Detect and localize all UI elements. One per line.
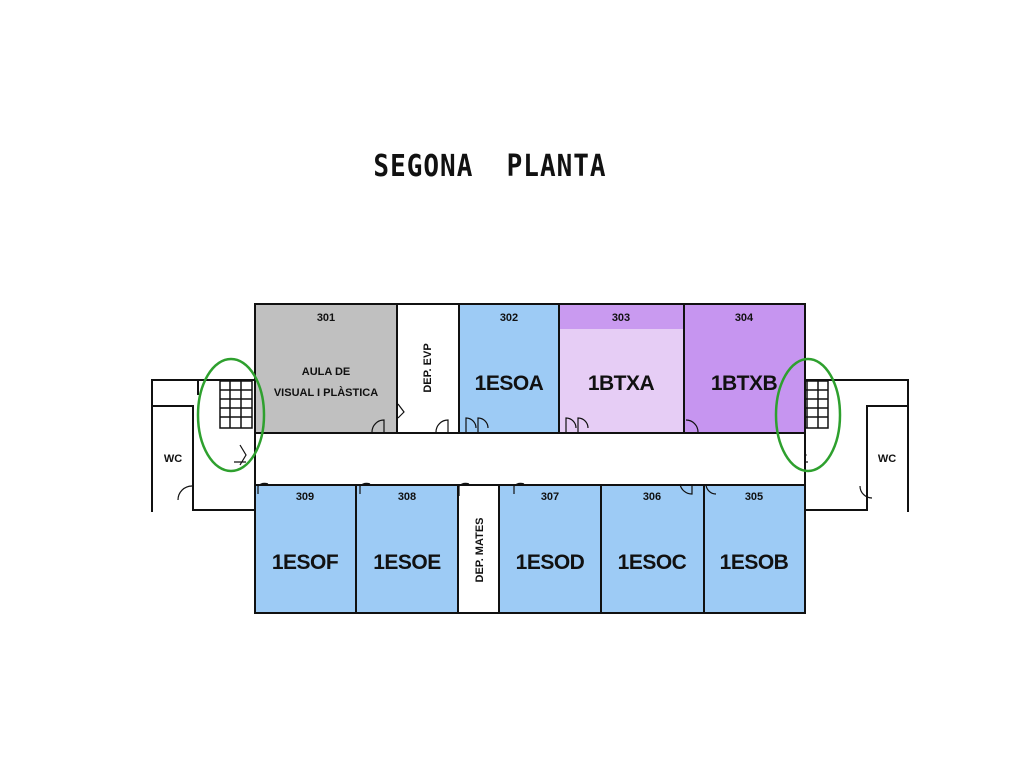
- room-name: VISUAL I PLÀSTICA: [274, 386, 378, 399]
- room-name: 1ESOF: [272, 551, 339, 574]
- room-number: 305: [745, 491, 763, 503]
- room-306[interactable]: 306 1ESOC: [600, 483, 705, 614]
- room-305[interactable]: 305 1ESOB: [703, 483, 806, 614]
- door-icon: [359, 482, 371, 494]
- door-icon: [565, 417, 589, 432]
- door-icon: [177, 485, 193, 501]
- room-304[interactable]: 304 1BTXB: [683, 303, 806, 434]
- room-307[interactable]: 307 1ESOD: [498, 482, 602, 614]
- room-name: DEP. MATES: [474, 518, 486, 583]
- left-wing: [151, 379, 255, 512]
- room-name: 1ESOA: [475, 372, 544, 395]
- door-icon: [685, 419, 699, 433]
- floor-title: SEGONA PLANTA: [373, 149, 607, 185]
- room-301[interactable]: 301 AULA DE VISUAL I PLÀSTICA: [254, 303, 398, 434]
- room-303[interactable]: 303 1BTXA: [558, 303, 685, 434]
- room-name: 1BTXB: [711, 372, 778, 395]
- dep-evp[interactable]: DEP. EVP: [396, 303, 460, 434]
- dep-mates[interactable]: DEP. MATES: [457, 482, 500, 614]
- door-icon: [435, 419, 449, 433]
- wc-right: WC: [859, 453, 896, 499]
- door-icon: [458, 482, 470, 496]
- stairs-left-highlight: [196, 357, 266, 473]
- room-number: 304: [735, 312, 754, 324]
- room-name: 1ESOB: [720, 551, 789, 574]
- door-icon: [859, 485, 873, 499]
- door-icon: [397, 403, 405, 419]
- stairs-right-highlight: [774, 357, 842, 473]
- room-name: DEP. EVP: [422, 343, 434, 392]
- room-number: 303: [612, 312, 630, 324]
- room-name: 1BTXA: [588, 372, 655, 395]
- corridor: [254, 432, 806, 486]
- room-name: 1ESOE: [373, 551, 441, 574]
- door-icon: [371, 419, 385, 433]
- wc-left: WC: [164, 453, 193, 501]
- door-icon: [257, 482, 269, 494]
- room-number: 301: [317, 312, 335, 324]
- room-number: 308: [398, 491, 416, 503]
- room-308[interactable]: 308 1ESOE: [355, 482, 459, 614]
- room-number: 306: [643, 491, 661, 503]
- room-name: 1ESOC: [618, 551, 687, 574]
- wc-right-label: WC: [878, 453, 896, 465]
- left-door-icon: [234, 444, 247, 466]
- room-number: 302: [500, 312, 518, 324]
- room-name: 1ESOD: [516, 551, 585, 574]
- room-name: AULA DE: [302, 366, 350, 378]
- door-icon: [679, 483, 693, 495]
- door-icon: [705, 483, 717, 495]
- right-wing: [806, 379, 909, 512]
- room-309[interactable]: 309 1ESOF: [254, 482, 357, 614]
- wc-left-label: WC: [164, 453, 182, 465]
- room-302[interactable]: 302 1ESOA: [458, 303, 560, 434]
- room-number: 307: [541, 491, 559, 503]
- door-icon: [465, 417, 489, 432]
- room-number: 309: [296, 491, 314, 503]
- door-icon: [513, 482, 525, 494]
- stairs-left[interactable]: [219, 380, 253, 429]
